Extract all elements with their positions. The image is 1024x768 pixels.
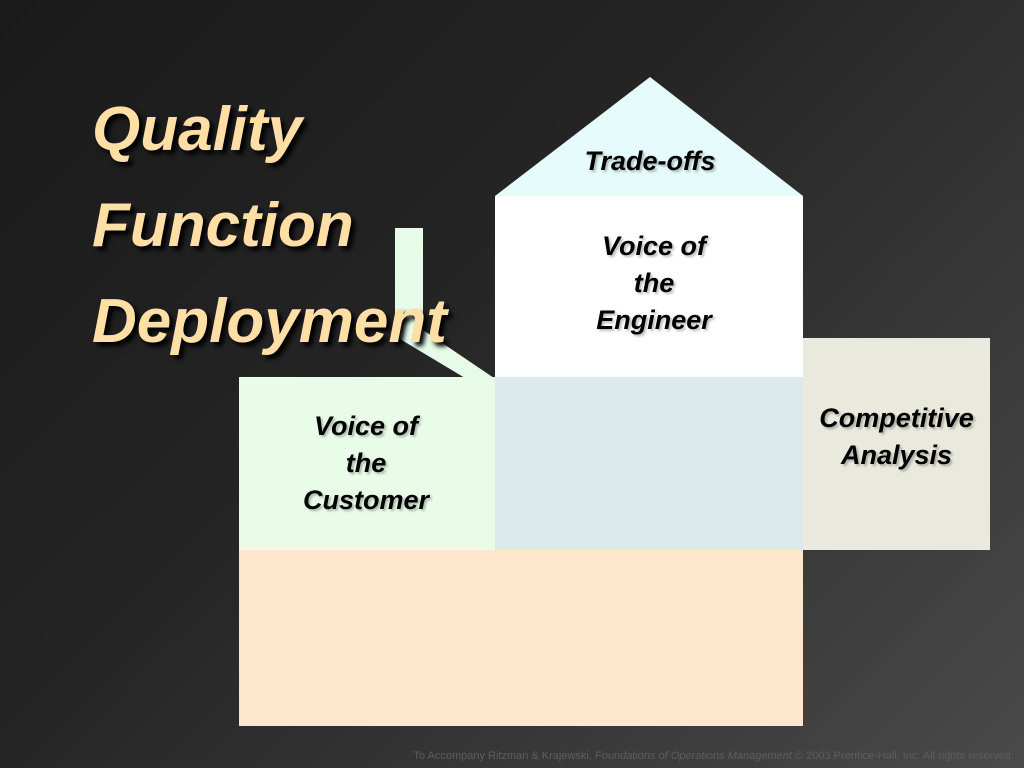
- footer-prefix: To Accompany Ritzman & Krajewski,: [413, 750, 595, 762]
- label-line: Voice of: [313, 411, 419, 441]
- foundation-room: [239, 550, 803, 726]
- roof: [495, 77, 803, 196]
- label-line: Engineer: [596, 305, 712, 335]
- label-line: the: [345, 448, 387, 478]
- label-line: Customer: [302, 485, 430, 515]
- footer-book-title: Foundations of Operations Management: [595, 750, 792, 762]
- relationship-matrix-room: [495, 377, 803, 550]
- chimney: [395, 228, 494, 378]
- title-line: Quality: [92, 95, 303, 164]
- competitive-analysis-label: Competitive Analysis: [803, 400, 990, 474]
- customer-room: [239, 377, 495, 550]
- copyright-footer: To Accompany Ritzman & Krajewski, Founda…: [413, 750, 1014, 762]
- slide-title: Quality Function Deployment: [92, 82, 447, 370]
- engineer-room: [495, 196, 803, 377]
- voice-of-engineer-label: Voice of the Engineer: [545, 228, 763, 339]
- label-line: Competitive: [819, 403, 974, 433]
- label-line: the: [633, 268, 675, 298]
- label-line: Analysis: [840, 440, 953, 470]
- trade-offs-label: Trade-offs: [545, 143, 755, 180]
- label-line: Voice of: [601, 231, 707, 261]
- label-line: Trade-offs: [584, 146, 716, 176]
- title-line: Function: [92, 191, 354, 260]
- footer-suffix: © 2003 Prentice-Hall, Inc. All rights re…: [791, 750, 1014, 762]
- competitive-room: [803, 338, 990, 550]
- title-line: Deployment: [92, 287, 447, 356]
- voice-of-customer-label: Voice of the Customer: [256, 408, 476, 519]
